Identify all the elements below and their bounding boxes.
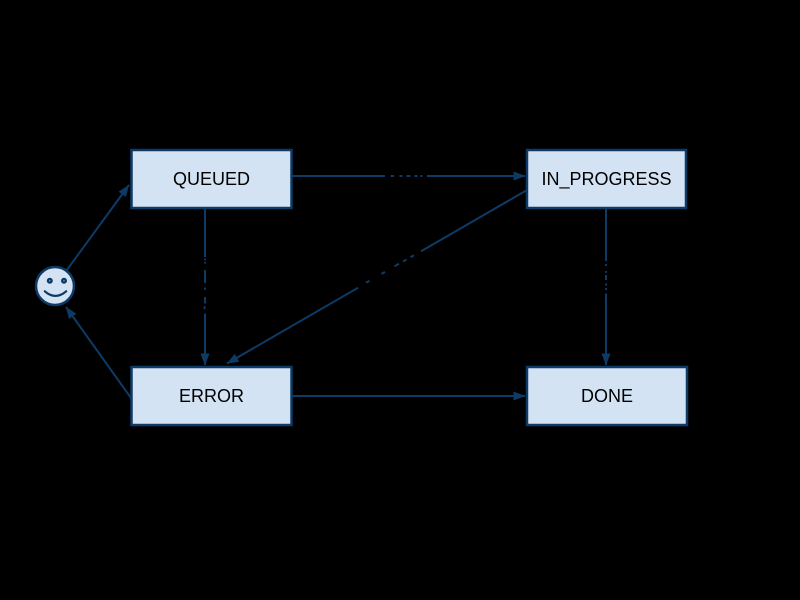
node-queued: QUEUED [130,148,293,210]
node-queued-label: QUEUED [173,169,250,189]
node-done: DONE [525,365,689,427]
node-error-box [130,365,293,427]
edges [65,171,611,401]
node-in-progress-label: IN_PROGRESS [541,169,671,190]
label-mask-queued-error [200,257,210,314]
smiley-left-eye [46,277,53,284]
label-mask-queued-inprogress [385,171,427,181]
edge-error-to-start [65,306,132,399]
node-in-progress-box [525,148,688,210]
node-queued-box [130,148,293,210]
smiley-mouth [43,290,68,297]
label-mask-inprogress-error [355,247,424,292]
label-mask-inprogress-done [601,261,611,294]
edge-label-masks [200,171,611,314]
node-error-label: ERROR [179,386,244,406]
node-done-box [525,365,689,427]
smiley-right-eye [61,277,68,284]
edge-start-to-queued [65,184,130,272]
node-start-actor [34,265,76,307]
nodes: QUEUED IN_PROGRESS ERROR DONE [34,148,689,427]
node-error: ERROR [130,365,293,427]
node-done-label: DONE [581,386,633,406]
smiley-face-icon [34,265,76,307]
node-in-progress: IN_PROGRESS [525,148,688,210]
